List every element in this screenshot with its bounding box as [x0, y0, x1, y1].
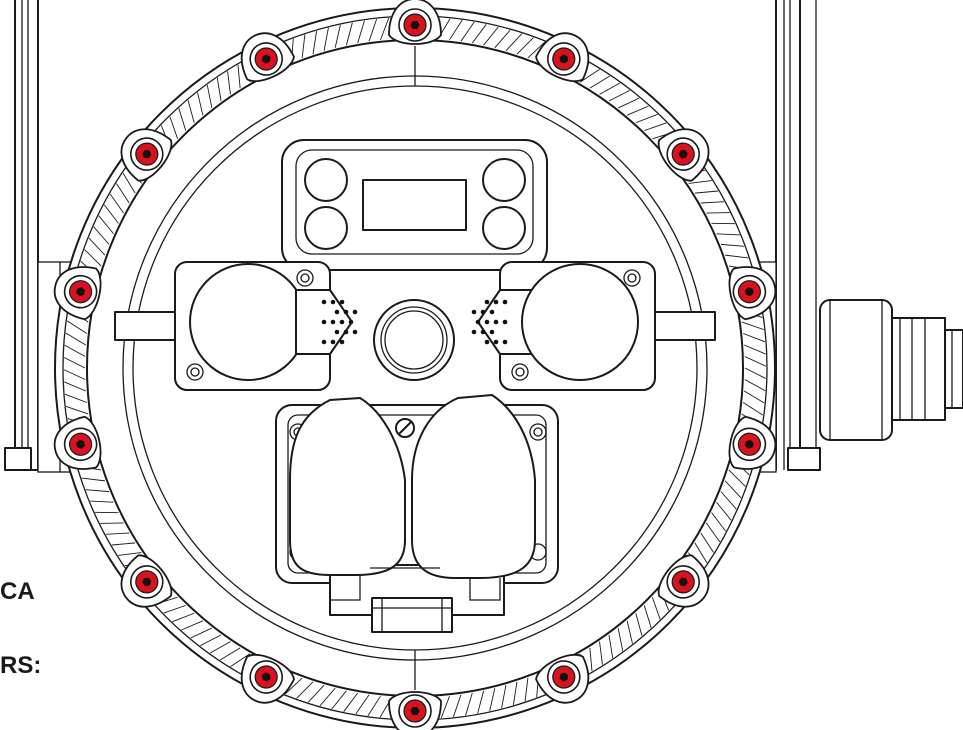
hex-bolt-icon [657, 128, 710, 182]
rim-bolts [53, 0, 777, 730]
hex-bolt-icon [535, 654, 590, 704]
grip-dots-right [471, 299, 508, 345]
hex-bolt-icon [535, 32, 590, 82]
down-button[interactable] [482, 206, 526, 250]
cropped-label-line-1: CA [0, 578, 35, 605]
hex-bolt-icon [728, 266, 777, 321]
left-data-connector [114, 261, 358, 391]
cropped-label-line-2: RS: [0, 652, 42, 679]
hex-bolt-icon [120, 554, 173, 608]
tilt-lock-knob [819, 299, 963, 441]
fuse-holder [373, 299, 455, 381]
hex-bolt-icon [120, 128, 173, 182]
up-button[interactable] [482, 158, 526, 202]
menu-button[interactable] [304, 158, 348, 202]
hex-bolt-icon [53, 415, 102, 470]
lcd-display-icon [362, 179, 467, 231]
slotted-screw-icon [395, 418, 415, 438]
power-connector-block [275, 394, 559, 633]
grip-dots-left [321, 299, 358, 345]
hex-bolt-icon [240, 32, 295, 82]
enter-button[interactable] [304, 206, 348, 250]
hex-bolt-icon [240, 654, 295, 704]
hex-bolt-icon [53, 266, 102, 321]
hex-bolt-icon [388, 0, 442, 45]
hex-bolt-icon [657, 554, 710, 608]
hex-bolt-icon [388, 691, 442, 730]
right-data-connector [471, 261, 716, 391]
display-module [281, 139, 548, 271]
hex-bolt-icon [728, 415, 777, 470]
